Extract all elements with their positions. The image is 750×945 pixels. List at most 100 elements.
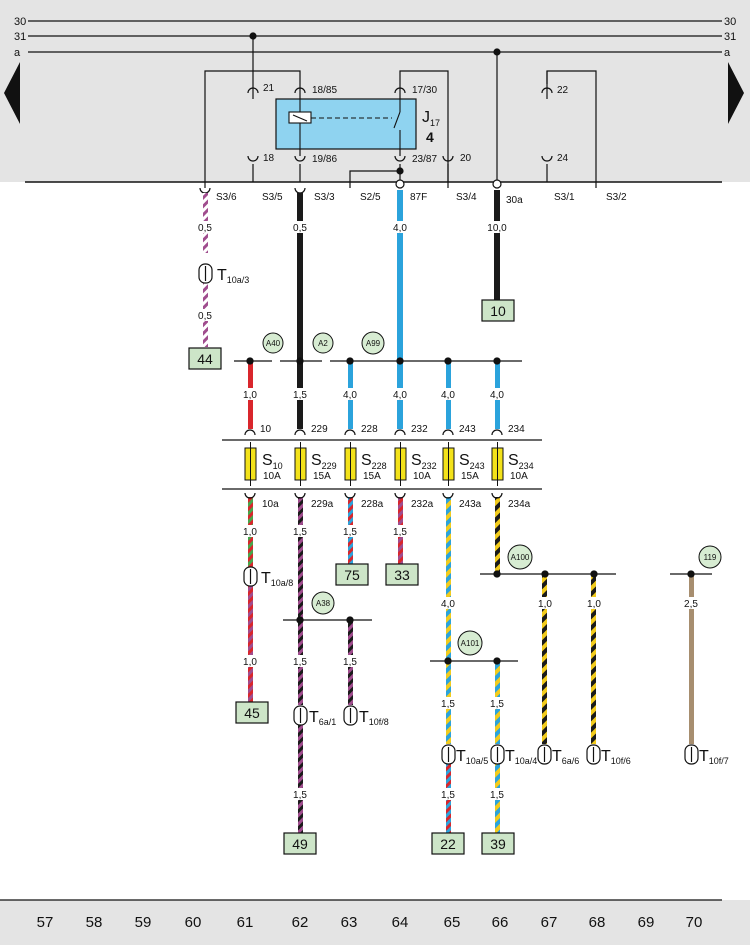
ref-box-45: 45: [244, 705, 260, 721]
terminal-s3-2: S3/2: [606, 192, 627, 203]
column-number: 70: [686, 914, 703, 931]
terminal-s3-4: S3/4: [456, 192, 477, 203]
column-number: 69: [638, 914, 655, 931]
wire-size-label: 0,5: [198, 223, 212, 234]
wire-size-label: 4,0: [343, 390, 357, 401]
bus-label-30-right: 30: [724, 16, 736, 28]
continue-left-arrow-icon: [4, 62, 20, 124]
pin-22: 22: [557, 85, 569, 96]
relay-pins: [247, 71, 553, 162]
pin-23-87: 23/87: [412, 154, 437, 165]
fuse-name: S243: [459, 452, 485, 471]
wire-size-label: 10,0: [487, 223, 507, 234]
connector-icons: [198, 263, 699, 765]
fuse-s232: 232 S232 10A 232a: [394, 424, 437, 510]
panel-terminal-sockets: [199, 179, 502, 194]
wire-size-label: 1,5: [490, 699, 504, 710]
wire-size-label: 1,5: [343, 527, 357, 538]
fuse-s229: 229 S229 15A 229a: [294, 424, 337, 510]
pin-20: 20: [460, 153, 472, 164]
terminal-s3-5: S3/5: [262, 192, 283, 203]
fuse-sockets: [244, 429, 503, 499]
bus-bars: [222, 357, 712, 665]
column-number: 60: [185, 914, 202, 931]
junction-a100: A100: [511, 553, 530, 562]
fuse-in-label: 228: [361, 424, 378, 435]
fuse-name: S229: [311, 452, 337, 471]
wire-size-label: 0,5: [198, 311, 212, 322]
fuse-out-label: 234a: [508, 499, 531, 510]
pin-19-86: 19/86: [312, 154, 337, 165]
terminal-s3-6: S3/6: [216, 192, 237, 203]
relay-position: 4: [426, 129, 434, 145]
fuse-out-label: 229a: [311, 499, 334, 510]
wire-size-label: 1,5: [293, 790, 307, 801]
fuse-out-label: 228a: [361, 499, 384, 510]
junction-markers: [262, 331, 722, 656]
ref-box-33: 33: [394, 567, 410, 583]
footer-column-numbers: 57 58 59 60 61 62 63 64 65 66 67 68 69 7…: [37, 914, 703, 931]
fuse-out-label: 10a: [262, 499, 279, 510]
wire-size-label: 1,5: [441, 790, 455, 801]
junction-a38: A38: [316, 599, 331, 608]
fuse-in-label: 232: [411, 424, 428, 435]
pin-18-85: 18/85: [312, 85, 337, 96]
ref-box-44: 44: [197, 351, 213, 367]
terminal-30a: 30a: [506, 195, 523, 206]
pin-18: 18: [263, 153, 275, 164]
bus-label-31-right: 31: [724, 31, 736, 43]
footer-strip: [0, 900, 750, 945]
wire-size-label: 1,5: [293, 390, 307, 401]
junction-119: 119: [704, 553, 717, 562]
wire-size-label: 1,5: [293, 527, 307, 538]
fuse-name: S228: [361, 452, 387, 471]
ref-box-75: 75: [344, 567, 360, 583]
wire-size-label: 1,0: [587, 599, 601, 610]
wires: [203, 190, 694, 833]
junction-a40: A40: [266, 339, 281, 348]
connector-t10a-8: T10a/8: [261, 570, 293, 588]
connector-t6a-6: T6a/6: [552, 748, 579, 766]
column-number: 67: [541, 914, 558, 931]
connector-t10a-5: T10a/5: [456, 748, 488, 766]
junction-a101: A101: [461, 639, 480, 648]
fuse-rating: 15A: [363, 471, 381, 482]
ref-box-39: 39: [490, 836, 506, 852]
column-number: 64: [392, 914, 409, 931]
column-number: 65: [444, 914, 461, 931]
column-number: 61: [237, 914, 254, 931]
pin-21: 21: [263, 83, 275, 94]
wire-size-label: 1,0: [243, 657, 257, 668]
wire-size-label: 0,5: [293, 223, 307, 234]
junction-a99: A99: [366, 339, 381, 348]
wire-size-label: 1,5: [393, 527, 407, 538]
wire-size-label: 4,0: [441, 390, 455, 401]
fuse-s10: 10 S10 10A 10a: [244, 424, 283, 510]
ref-box-49: 49: [292, 836, 308, 852]
fuse-s234: 234 S234 10A 234a: [491, 424, 534, 510]
wire-size-label: 4,0: [393, 390, 407, 401]
column-number: 66: [492, 914, 509, 931]
wire-size-labels: 0,5 0,5 0,5 4,0 10,0 1,0 1,5 4,0 4,0 4,0…: [196, 221, 700, 801]
ref-box-10: 10: [490, 303, 506, 319]
wire-size-label: 1,5: [490, 790, 504, 801]
fuse-rating: 10A: [510, 471, 528, 482]
connector-t10f-8: T10f/8: [359, 709, 389, 727]
panel-wiring: [204, 32, 597, 188]
connector-t10a-4: T10a/4: [505, 748, 537, 766]
fuse-in-label: 243: [459, 424, 476, 435]
fuse-rating: 15A: [313, 471, 331, 482]
terminal-87f: 87F: [410, 192, 427, 203]
wire-size-label: 4,0: [441, 599, 455, 610]
wire-size-label: 2,5: [684, 599, 698, 610]
fuse-rating: 10A: [413, 471, 431, 482]
junction-a2: A2: [318, 339, 328, 348]
fuse-s243: 243 S243 15A 243a: [442, 424, 485, 510]
fuse-in-label: 10: [260, 424, 272, 435]
fuse-in-label: 229: [311, 424, 328, 435]
relay-coil-icon: [288, 99, 401, 149]
reference-boxes: [188, 299, 515, 855]
pin-24: 24: [557, 153, 569, 164]
wire-size-label: 1,0: [243, 527, 257, 538]
